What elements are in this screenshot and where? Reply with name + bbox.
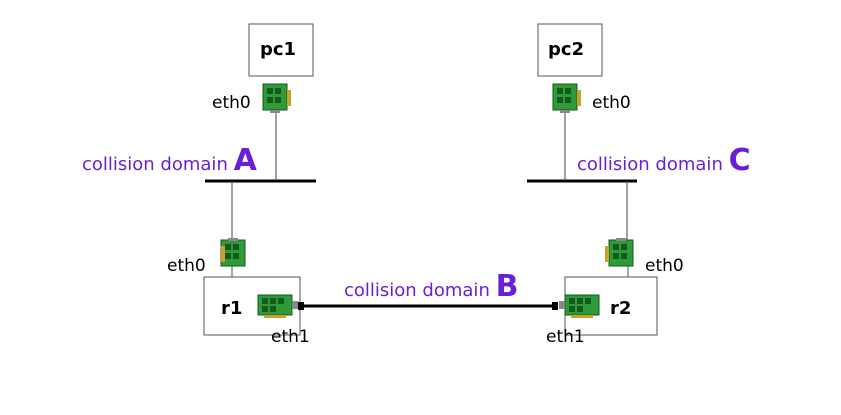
- collision-domain-b-prefix: collision domain: [344, 280, 490, 301]
- r2-label: r2: [610, 298, 632, 319]
- collision-domain-a-label: collision domain A: [82, 146, 257, 176]
- pc1-label: pc1: [260, 39, 297, 60]
- r1-eth0-label: eth0: [167, 256, 206, 276]
- network-card-icon: [262, 83, 291, 113]
- network-card-icon: [220, 238, 246, 267]
- r1-eth1-label: eth1: [271, 327, 310, 347]
- collision-domain-c-letter: C: [728, 143, 751, 178]
- collision-domain-b-letter: B: [495, 269, 519, 304]
- network-card-icon: [257, 294, 298, 318]
- network-card-icon: [605, 238, 634, 267]
- network-card-icon: [552, 83, 581, 113]
- collision-domain-c-prefix: collision domain: [577, 154, 723, 175]
- r2-eth0-label: eth0: [645, 256, 684, 276]
- collision-domain-a-letter: A: [233, 143, 257, 178]
- collision-domain-b-label: collision domain B: [344, 272, 518, 302]
- network-card-icon: [559, 294, 600, 318]
- b-link-end-left: [298, 302, 304, 310]
- pc2-label: pc2: [548, 39, 585, 60]
- r1-label: r1: [221, 298, 243, 319]
- pc2-box: [537, 23, 603, 77]
- pc1-box: [248, 23, 314, 77]
- pc2-eth0-label: eth0: [592, 93, 631, 113]
- collision-domain-a-prefix: collision domain: [82, 154, 228, 175]
- r2-eth1-label: eth1: [546, 327, 585, 347]
- collision-domain-c-label: collision domain C: [577, 146, 751, 176]
- pc1-eth0-label: eth0: [212, 93, 251, 113]
- b-link-end-right: [552, 302, 558, 310]
